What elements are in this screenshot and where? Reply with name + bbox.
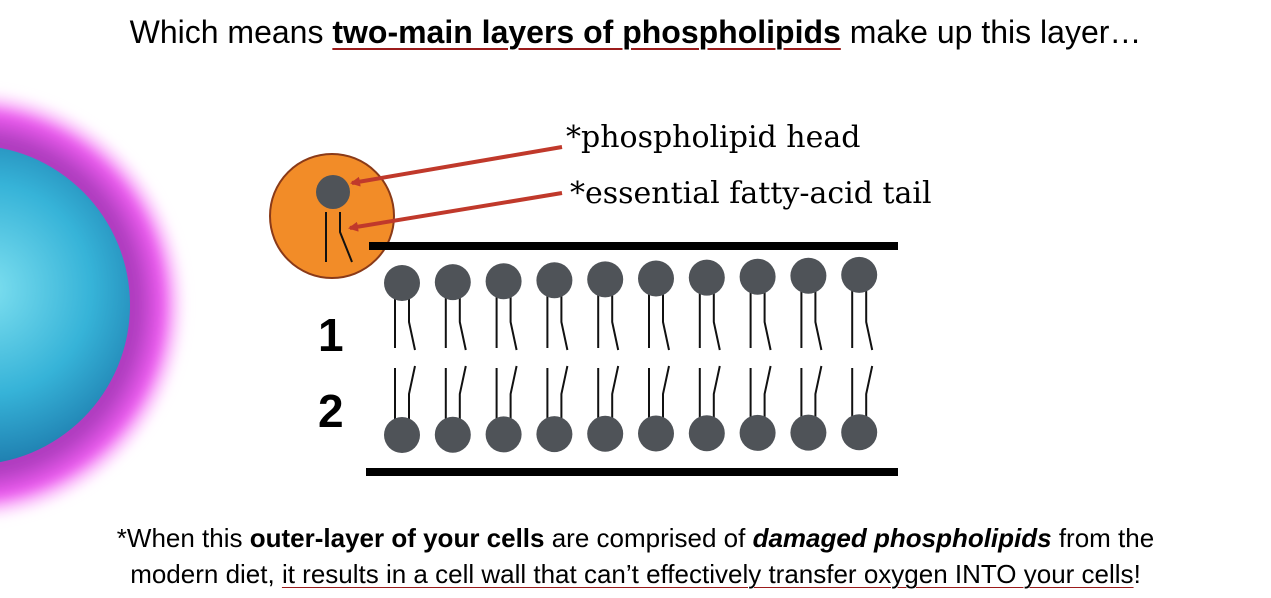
caption-text: *When this [116,523,250,553]
cell-core [0,147,130,463]
outer-phospholipid-head [638,260,674,297]
head-arrow [350,145,563,187]
caption-text: modern diet, [130,559,282,589]
inner-phospholipid-head [536,416,573,453]
footer-caption: *When this outer-layer of your cells are… [0,520,1271,592]
outer-tail-right [865,286,874,351]
inner-tail-right [611,365,620,422]
cell-image [0,92,185,518]
outer-tail-right [611,291,620,351]
inner-phospholipid-head [739,414,776,451]
inner-tail-right [763,365,772,421]
outer-tail-right [814,287,823,351]
inner-tail-right [458,365,467,423]
caption-bold-italic: damaged phospholipids [752,523,1052,553]
caption-underlined: it results in a cell wall that can’t eff… [281,559,1134,589]
bilayer-top-boundary [369,242,898,250]
outer-phospholipid-head [739,258,776,295]
phospholipid-bilayer [384,256,878,453]
inner-phospholipid-head [434,416,471,453]
head-label: *phospholipid head [566,120,861,155]
inner-phospholipid-head [485,416,522,453]
page-title: Which means two-main layers of phospholi… [0,10,1271,54]
inner-tail-right [865,365,874,421]
single-phospholipid-inset [269,153,395,279]
caption-line-1: *When this outer-layer of your cells are… [0,520,1271,556]
outer-phospholipid-head [434,264,471,301]
inner-tail-right [509,365,518,423]
outer-tail-right [662,290,670,351]
outer-phospholipid-head [587,261,624,298]
outer-phospholipid-head [384,265,420,301]
outer-tail-right [560,292,569,351]
inner-phospholipid-head [384,417,420,453]
inner-phospholipid-head [587,415,624,452]
layer-number-2: 2 [318,385,344,437]
title-pre: Which means [129,14,333,50]
outer-tail-right [458,294,467,351]
title-post: make up this layer… [840,14,1142,50]
inner-phospholipid-head [790,414,827,451]
outer-phospholipid-head [790,257,827,294]
caption-line-2: modern diet, it results in a cell wall t… [0,556,1271,592]
outer-tail-right [712,289,721,351]
inner-tail-right [662,365,670,422]
tail-arrow [348,191,563,232]
inner-phospholipid-head [841,414,878,451]
inner-tail-right [408,365,416,423]
inset-tail-right [339,212,353,263]
outer-phospholipid-head [841,256,878,293]
outer-phospholipid-head [485,263,522,300]
outer-phospholipid-head [688,259,725,296]
inner-phospholipid-head [688,415,725,452]
caption-text: are comprised of [544,523,753,553]
caption-bold: outer-layer of your cells [249,523,545,553]
outer-tail-right [408,295,416,351]
outer-phospholipid-head [536,262,573,299]
tail-label: *essential fatty-acid tail [570,176,932,211]
inner-tail-right [712,365,721,422]
inner-tail-right [560,365,569,423]
inner-phospholipid-head [638,415,674,452]
caption-text: ! [1133,559,1141,589]
inset-head [316,175,350,209]
layer-number-1: 1 [318,309,344,361]
bilayer-bottom-boundary [366,468,898,476]
outer-tail-right [763,288,772,351]
outer-tail-right [509,293,518,351]
inset-circle [269,153,395,279]
title-emphasis: two-main layers of phospholipids [332,14,841,50]
caption-text: from the [1051,523,1155,553]
inner-tail-right [814,365,823,421]
